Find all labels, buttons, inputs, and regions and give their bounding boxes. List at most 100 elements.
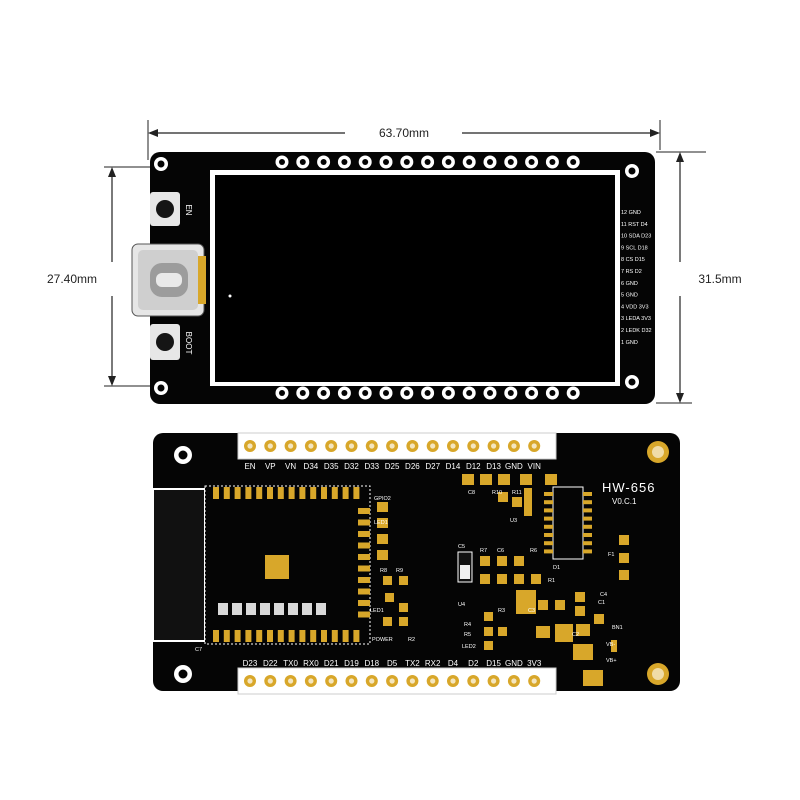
silkscreen-label: C8	[468, 490, 475, 496]
pin-label: D23	[243, 659, 258, 668]
header-pin	[566, 155, 580, 169]
silkscreen-label: C1	[598, 600, 605, 606]
silkscreen-label: POWER	[372, 637, 393, 643]
header-pin	[421, 155, 435, 169]
front-view: 63.70mm 27.40mm 31.5mm	[47, 120, 742, 404]
silkscreen-label: C4	[600, 592, 607, 598]
front-mount-holes	[154, 157, 639, 395]
pin-label: D21	[324, 659, 339, 668]
pin-label: D22	[263, 659, 278, 668]
display-pin-label: 5 GND	[621, 293, 638, 299]
pin-label: D5	[387, 659, 398, 668]
display-pin-label: 4 VDD 3V3	[621, 304, 649, 310]
header-pin	[426, 440, 439, 452]
header-pin	[358, 155, 372, 169]
silkscreen-label: LED1	[370, 608, 384, 614]
silkscreen-label: R1	[548, 578, 555, 584]
pin-label: 3V3	[527, 659, 542, 668]
header-pin	[467, 675, 480, 687]
pin-label: D15	[486, 659, 501, 668]
header-pin	[244, 440, 256, 452]
pin-label: D14	[446, 462, 461, 471]
pin-label: D18	[364, 659, 379, 668]
pin-label: VIN	[528, 462, 542, 471]
right-height-dimension: 31.5mm	[656, 151, 742, 404]
header-pin	[264, 675, 277, 687]
header-pin	[337, 155, 351, 169]
silkscreen-label: LED2	[462, 644, 476, 650]
silkscreen-label: R5	[464, 632, 471, 638]
silkscreen-label: R8	[380, 568, 387, 574]
smd-components	[377, 474, 629, 686]
silkscreen-label: LED1	[374, 520, 388, 526]
header-pin	[528, 440, 541, 452]
pin-label: D25	[385, 462, 400, 471]
pin-label: D32	[344, 462, 359, 471]
header-pin	[566, 386, 580, 400]
header-pin	[304, 440, 317, 452]
pin-label: D34	[304, 462, 319, 471]
header-pin	[386, 675, 399, 687]
en-button[interactable]: EN	[150, 192, 193, 226]
boot-button[interactable]: BOOT	[150, 324, 193, 360]
lcd-screen	[215, 175, 615, 382]
display-pin-label: 11 RST D4	[621, 222, 648, 228]
header-pin	[447, 675, 459, 687]
header-pin	[325, 440, 338, 452]
silkscreen-label: BN1	[612, 625, 623, 631]
display-pin-label: 1 GND	[621, 340, 638, 346]
header-pin	[275, 386, 289, 400]
display-pin-label: 9 SCL D18	[621, 245, 648, 251]
header-pin	[345, 675, 358, 687]
silkscreen-label: R4	[464, 622, 471, 628]
silkscreen-label: GPIO2	[374, 496, 391, 502]
silkscreen-label: C7	[195, 647, 202, 653]
display-pin-label: 6 GND	[621, 281, 638, 287]
header-pin	[296, 155, 310, 169]
pin-label: D19	[344, 659, 359, 668]
pin-label: TX2	[405, 659, 420, 668]
header-pin	[421, 386, 435, 400]
front-bottom-header	[275, 386, 580, 400]
header-pin	[467, 440, 480, 452]
display-pin-label: 12 GND	[621, 210, 641, 216]
pin-label: GND	[505, 659, 523, 668]
silkscreen-label: C3	[528, 608, 535, 614]
header-pin	[462, 155, 476, 169]
header-pin	[483, 155, 497, 169]
header-pin	[365, 675, 378, 687]
silkscreen-label: R3	[498, 608, 505, 614]
display-pin-label: 8 CS D15	[621, 257, 645, 263]
esp32-module	[152, 485, 371, 645]
silkscreen-label: D1	[553, 565, 560, 571]
header-pin	[337, 386, 351, 400]
silkscreen-label: R7	[480, 548, 487, 554]
left-height-dimension: 27.40mm	[47, 166, 152, 387]
header-pin	[545, 155, 559, 169]
pin-label: RX0	[303, 659, 319, 668]
display-pin-label: 2 LEDK D32	[621, 328, 652, 334]
header-pin	[462, 386, 476, 400]
header-pin	[525, 386, 539, 400]
header-pin	[304, 675, 317, 687]
silkscreen-label: R6	[530, 548, 537, 554]
header-pin	[441, 386, 455, 400]
pin-label: GND	[505, 462, 523, 471]
left-height-label: 27.40mm	[47, 272, 97, 286]
header-pin	[358, 386, 372, 400]
header-pin	[525, 155, 539, 169]
pin-label: D13	[486, 462, 501, 471]
header-pin	[504, 155, 518, 169]
silkscreen-label: R9	[396, 568, 403, 574]
header-pin	[284, 675, 297, 687]
header-pin	[406, 675, 419, 687]
silkscreen-label: R11	[512, 490, 522, 496]
display-pin-label: 3 LEDA 3V3	[621, 316, 651, 322]
front-top-header	[275, 155, 580, 169]
header-pin	[325, 675, 338, 687]
pin-label: D12	[466, 462, 481, 471]
pin-label: RX2	[425, 659, 441, 668]
